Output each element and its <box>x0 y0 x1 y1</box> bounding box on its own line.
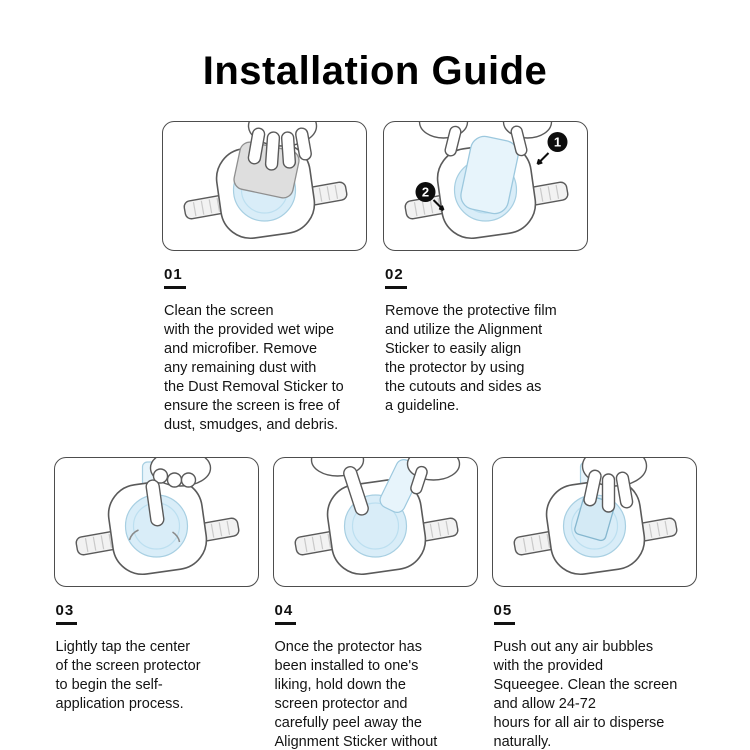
svg-text:1: 1 <box>554 134 561 149</box>
pressing-hand-icon <box>310 457 369 516</box>
step-03-number: 03 <box>55 602 259 625</box>
step-01-figure <box>162 120 367 251</box>
badge-2-icon: 2 <box>415 181 445 211</box>
step-01-clean-screen-illustration <box>182 121 349 243</box>
step-03-description: Lightly tap the center of the screen pro… <box>55 638 201 712</box>
arrow-icon <box>432 198 445 211</box>
svg-text:2: 2 <box>422 184 429 199</box>
protective-film-icon <box>460 135 519 214</box>
step-03: 03 Lightly tap the center of the screen … <box>53 456 259 714</box>
arrow-icon <box>536 151 550 165</box>
step-02-figure: 1 2 <box>383 120 588 251</box>
step-04: 04 Once the protector has been installed… <box>272 456 478 750</box>
step-01: 01 Clean the screen with the provided we… <box>162 120 367 435</box>
step-05: 05 Push out any air bubbles with the pro… <box>491 456 697 750</box>
tap-mark-icon <box>171 530 180 542</box>
step-03-tap-center-illustration <box>73 457 241 579</box>
step-03-figure <box>53 456 259 587</box>
steps-row-2: 03 Lightly tap the center of the screen … <box>0 456 750 750</box>
step-02-number: 02 <box>385 266 588 289</box>
tap-mark-icon <box>128 528 139 540</box>
step-05-number: 05 <box>493 602 697 625</box>
step-05-description: Push out any air bubbles with the provid… <box>493 638 678 750</box>
step-01-description: Clean the screen with the provided wet w… <box>164 302 344 433</box>
step-04-peel-sticker-illustration <box>292 457 460 579</box>
hand-icon <box>581 457 647 513</box>
step-01-number: 01 <box>164 266 367 289</box>
step-05-squeegee-illustration <box>511 457 679 579</box>
peeling-hand-icon <box>406 457 460 495</box>
step-04-description: Once the protector has been installed to… <box>274 638 438 750</box>
left-hand-icon <box>418 121 469 157</box>
badge-1-icon: 1 <box>536 131 568 165</box>
tapping-hand-icon <box>144 457 211 527</box>
step-02-align-protector-illustration: 1 2 <box>403 121 570 243</box>
step-02-description: Remove the protective film and utilize t… <box>385 302 557 414</box>
step-02: 1 2 02 Remove the protective film and ut… <box>383 120 588 416</box>
right-hand-icon <box>502 121 553 156</box>
step-04-number: 04 <box>274 602 478 625</box>
step-05-figure <box>491 456 697 587</box>
page-title: Installation Guide <box>202 48 548 93</box>
step-04-figure <box>272 456 478 587</box>
hand-icon <box>247 121 318 171</box>
steps-row-1: 01 Clean the screen with the provided we… <box>0 120 750 435</box>
